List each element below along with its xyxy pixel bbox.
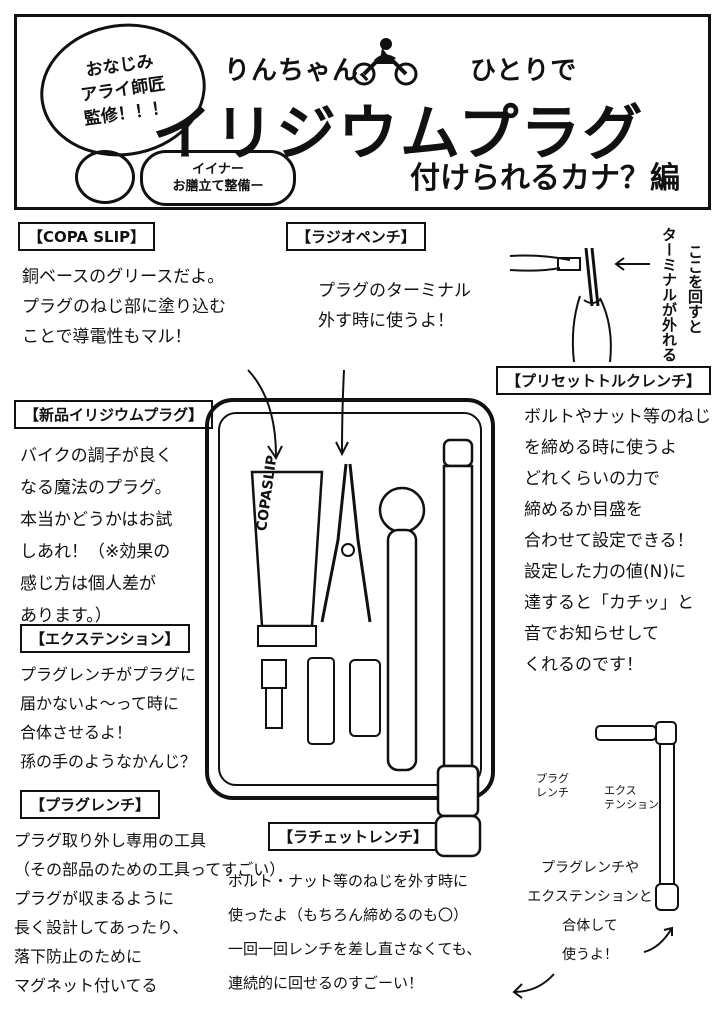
iridium-plug-note: バイクの調子が良く なる魔法のプラグ。 本当かどうかはお試 しあれ！（※効果の … — [20, 446, 173, 626]
plug-wrench-note: プラグ取り外し専用の工具 （その部品のための工具ってすごい） プラグが収まるよう… — [14, 831, 286, 995]
tool-tray-inner — [218, 412, 482, 786]
motorcycle-icon — [352, 38, 418, 86]
extension-label: 【エクステンション】 — [20, 624, 190, 653]
terminal-note-col2: ターミナルが外れる — [660, 226, 678, 362]
radio-pliers-label: 【ラジオペンチ】 — [286, 222, 426, 251]
page-title: イリジウムプラグ — [152, 99, 645, 169]
header-frame — [14, 14, 711, 210]
arrow-down-left-icon — [512, 973, 555, 999]
prep-badge-line-1: イイナー — [192, 162, 244, 177]
prep-badge-line-2: お膳立て整備ー — [172, 179, 264, 194]
combined-wrench-illustration — [595, 721, 679, 911]
iridium-plug-label: 【新品イリジウムプラグ】 — [14, 400, 214, 429]
tools-illustration — [247, 369, 482, 858]
arrow-left-icon — [614, 257, 650, 271]
combo-label-extension: エクス テンション — [604, 784, 659, 811]
plug-wrench-label: 【プラグレンチ】 — [20, 790, 161, 819]
arrow-up-right-icon — [643, 926, 673, 953]
copa-slip-note: 銅ベースのグリースだよ。 プラグのねじ部に塗り込む ことで導電性もマル！ — [22, 267, 226, 347]
tool-tray — [205, 398, 495, 800]
radio-pliers-note: プラグのターミナル 外す時に使うよ！ — [318, 281, 471, 331]
hand-pliers-illustration — [509, 247, 612, 363]
torque-wrench-note: ボルトやナット等のねじ を締める時に使うよ どれくらいの力で 締めるか目盛を 合… — [524, 407, 711, 675]
terminal-note-col1: ここを回すと — [686, 244, 704, 334]
combo-label-plug: プラグ レンチ — [536, 772, 569, 799]
torque-wrench-label: 【プリセットトルクレンチ】 — [496, 366, 712, 395]
title-suffix: 付けられるカナ？編 — [410, 161, 680, 196]
ratchet-wrench-label: 【ラチェットレンチ】 — [268, 822, 439, 851]
extension-note: プラグレンチがプラグに 届かないよ～って時に 合体させるよ！ 孫の手のようなかん… — [20, 665, 197, 771]
combo-note: プラグレンチや エクステンションと 合体して 使うよ！ — [527, 860, 653, 963]
copa-slip-label: 【COPA SLIP】 — [18, 222, 156, 251]
shop-logo-icon — [75, 150, 135, 204]
prep-badge: イイナー お膳立て整備ー — [140, 150, 296, 206]
subtitle-right: ひとりで — [470, 56, 578, 86]
ratchet-wrench-note: ボルト・ナット等のねじを外す時に 使ったよ（もちろん締めるのも〇） 一回一回レン… — [228, 872, 482, 992]
